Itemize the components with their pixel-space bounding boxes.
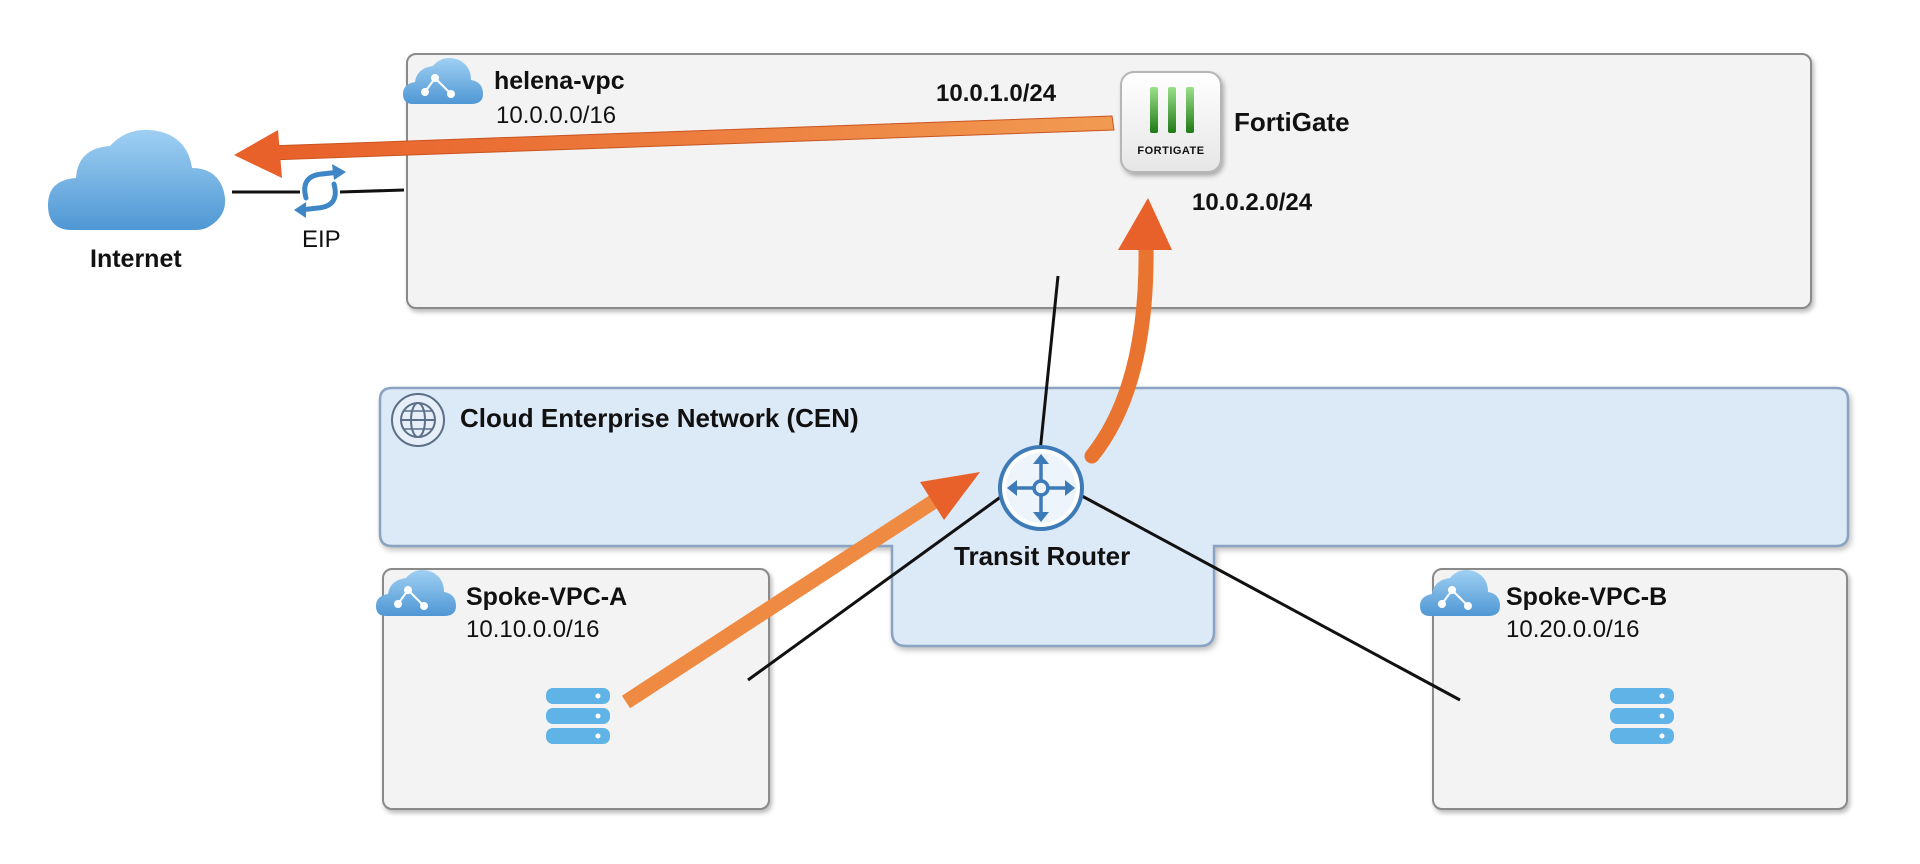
eip-label: EIP bbox=[302, 226, 341, 253]
spoke-a-tr-link bbox=[747, 494, 1003, 682]
fortigate-logo-text: FORTIGATE bbox=[1137, 145, 1205, 157]
traffic-arrow-server-to-tr bbox=[621, 472, 980, 709]
fortigate-logo-icon: FORTIGATE bbox=[1120, 71, 1222, 173]
traffic-arrow-tr-to-fortigate bbox=[1084, 198, 1172, 464]
transit-router-label: Transit Router bbox=[954, 541, 1131, 571]
subnet-public-label: 10.0.1.0/24 bbox=[936, 80, 1057, 107]
spoke-b-tr-link bbox=[1081, 494, 1461, 702]
internet-eip-link-right bbox=[339, 188, 405, 194]
spoke-vpc-b-name: Spoke-VPC-B bbox=[1506, 583, 1668, 611]
helena-tr-link bbox=[1038, 275, 1060, 453]
spoke-vpc-a-cidr: 10.10.0.0/16 bbox=[466, 616, 600, 643]
helena-vpc-cloud-icon bbox=[403, 58, 483, 104]
spoke-vpc-a-cloud-icon bbox=[376, 570, 456, 616]
subnet-private-label: 10.0.2.0/24 bbox=[1192, 189, 1313, 216]
transit-router-icon bbox=[998, 445, 1084, 531]
spoke-vpc-a-name: Spoke-VPC-A bbox=[466, 583, 628, 611]
internet-label: Internet bbox=[90, 245, 182, 273]
cen-title: Cloud Enterprise Network (CEN) bbox=[460, 403, 859, 433]
helena-vpc-cidr: 10.0.0.0/16 bbox=[496, 102, 617, 129]
traffic-arrow-fortigate-to-internet bbox=[234, 115, 1115, 178]
eip-icon bbox=[294, 164, 346, 218]
spoke-vpc-b-cloud-icon bbox=[1420, 570, 1500, 616]
cen-globe-icon bbox=[391, 393, 445, 447]
internet-cloud-icon bbox=[48, 129, 226, 230]
fortigate-label: FortiGate bbox=[1234, 107, 1350, 137]
helena-vpc-name: helena-vpc bbox=[494, 67, 625, 95]
helena-vpc-box bbox=[406, 53, 1812, 309]
spoke-vpc-b-cidr: 10.20.0.0/16 bbox=[1506, 616, 1640, 643]
spoke-b-server-icon bbox=[1610, 688, 1674, 744]
spoke-a-server-icon bbox=[546, 688, 610, 744]
